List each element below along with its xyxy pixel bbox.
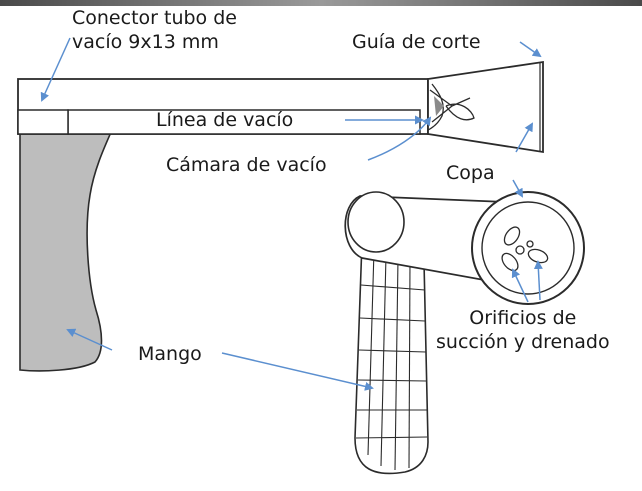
connector-arrow [40, 37, 71, 102]
handle-label: Mango [138, 343, 202, 365]
handle-arrow-front [221, 352, 374, 391]
cup-arrow [515, 122, 533, 153]
connector-end [17, 109, 69, 135]
vacuum-chamber-detail [427, 83, 475, 131]
cup-front-end [347, 191, 405, 253]
vacuum-chamber-label: Cámara de vacío [166, 154, 327, 176]
cup-front-arrow [512, 179, 523, 198]
cup-opening-inner [481, 201, 575, 295]
front-view-handle [354, 240, 429, 475]
vacuum-line-label: Línea de vacío [156, 109, 294, 131]
chamber-shading [434, 96, 444, 116]
cup-label: Copa [446, 162, 495, 184]
cup-side-view [427, 60, 544, 154]
orifices-arrow-1 [511, 268, 529, 303]
connector-label: Conector tubo de vacío 9x13 mm [72, 7, 237, 53]
side-view-handle [19, 127, 114, 372]
vacuum-line-tube [67, 109, 421, 135]
handle-lattice [355, 249, 428, 471]
cutting-guide-label: Guía de corte [352, 31, 481, 53]
top-border-strip [0, 0, 642, 6]
orifices-label: Orificios de succión y drenado [436, 307, 610, 353]
cutting-guide-arrow [519, 41, 542, 58]
suction-orifices [501, 226, 549, 272]
handle-arrow-side [66, 328, 113, 351]
orifices-arrow-2 [533, 260, 543, 301]
vacuum-chamber-arrow [367, 116, 432, 161]
